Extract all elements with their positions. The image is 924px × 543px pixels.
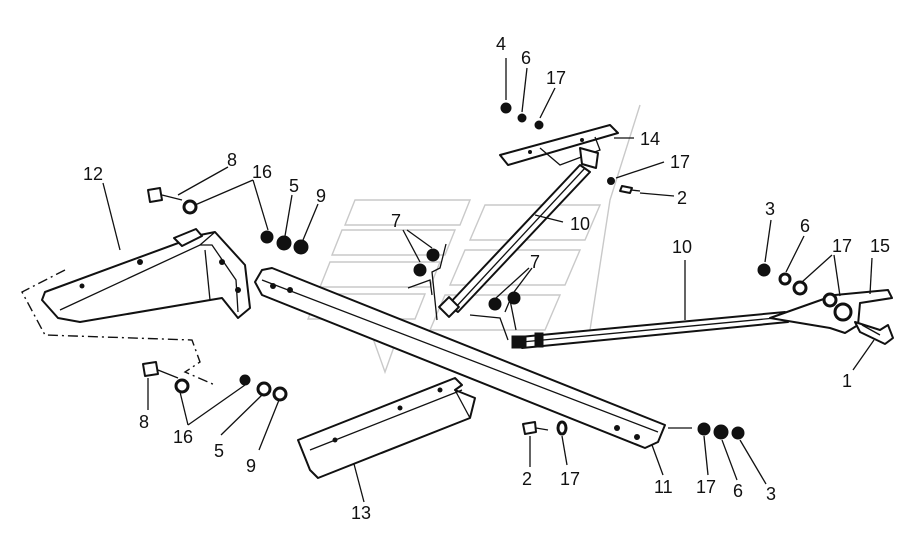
part-14-top-bracket [499,124,619,169]
callout-13: 13 [351,503,371,523]
callout-6-right: 6 [800,216,810,236]
callout-15: 15 [870,236,890,256]
callout-12: 12 [83,164,103,184]
callout-16-top: 16 [252,162,272,182]
callout-1: 1 [842,371,852,391]
callout-8-top: 8 [227,150,237,170]
part-10-tie-rod-center [438,164,591,318]
callout-5-top: 5 [289,176,299,196]
callout-2-top: 2 [677,188,687,208]
callout-17-br: 17 [696,477,716,497]
callout-7-left: 7 [391,211,401,231]
part-11-beam [254,267,666,449]
leader-lines [102,58,875,503]
callout-2-bottom: 2 [522,469,532,489]
part-10-tie-rod-right [511,311,789,349]
callout-14: 14 [640,129,660,149]
watermark [306,104,641,375]
callout-10-right: 10 [672,237,692,257]
callout-16-bottom: 16 [173,427,193,447]
callout-17-bottom: 17 [560,469,580,489]
part-15-right-bracket [769,289,894,345]
callout-17-mid: 17 [670,152,690,172]
callout-17-right: 17 [832,236,852,256]
part-13-plate [297,377,476,479]
callout-9-bottom: 9 [246,456,256,476]
callout-6-top: 6 [521,48,531,68]
callout-8-bottom: 8 [139,412,149,432]
fasteners [142,102,808,440]
callout-11: 11 [654,477,673,497]
callout-10-center: 10 [570,214,590,234]
callout-3-right: 3 [765,199,775,219]
callout-5-bottom: 5 [214,441,224,461]
callout-9-top: 9 [316,186,326,206]
callout-6-br: 6 [733,481,743,501]
part-12-bracket [21,231,251,386]
callout-4: 4 [496,34,506,54]
callout-7-right: 7 [530,252,540,272]
callout-17-top: 17 [546,68,566,88]
callout-labels: 4 6 17 14 17 2 10 12 8 16 5 9 7 7 3 6 17… [83,34,890,523]
callout-3-br: 3 [766,484,776,504]
